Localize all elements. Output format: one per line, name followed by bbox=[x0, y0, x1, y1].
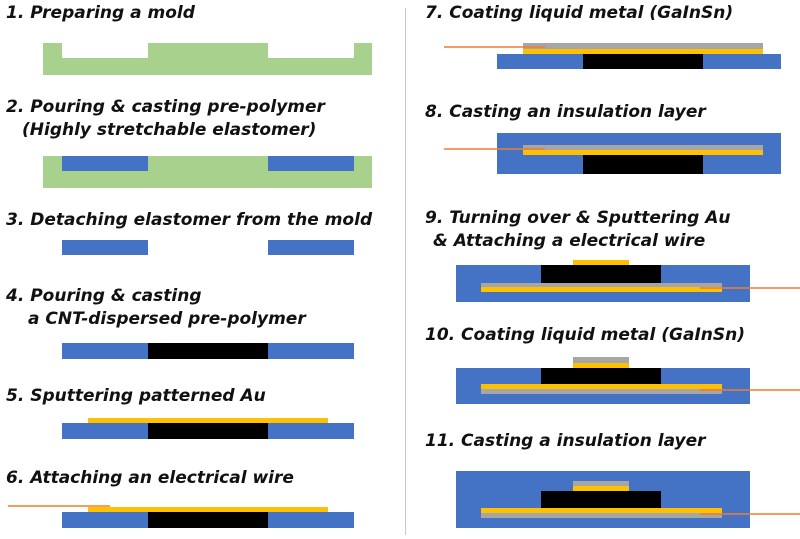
cnt-layer bbox=[148, 423, 268, 439]
step-number: 5. bbox=[6, 386, 25, 406]
cnt-layer bbox=[541, 368, 661, 384]
liquid-metal-layer bbox=[481, 283, 722, 287]
step-text-line-2: & Attaching a electrical wire bbox=[433, 231, 706, 251]
elastomer-left bbox=[62, 423, 148, 439]
step-number: 3. bbox=[6, 210, 25, 230]
mold bbox=[43, 43, 372, 75]
top-gold-layer bbox=[573, 363, 629, 368]
step-number: 9. bbox=[425, 208, 444, 228]
step-text: Sputtering patterned Au bbox=[30, 386, 266, 406]
step-number: 10. bbox=[425, 325, 456, 345]
step-text: Pouring & casting bbox=[30, 286, 202, 306]
cnt-layer bbox=[541, 265, 661, 283]
step-number: 11. bbox=[425, 431, 456, 451]
step-4-title: 4. Pouring & casting a CNT-dispersed pre… bbox=[6, 285, 306, 331]
elastomer-left bbox=[62, 156, 148, 171]
step-3-title: 3. Detaching elastomer from the mold bbox=[6, 209, 372, 232]
gold-layer bbox=[481, 287, 722, 292]
step-number: 7. bbox=[425, 3, 444, 23]
step-6-figure bbox=[8, 505, 354, 528]
step-5-figure bbox=[62, 418, 354, 439]
elastomer-left bbox=[62, 343, 148, 359]
step-10-title: 10. Coating liquid metal (GaInSn) bbox=[425, 324, 745, 347]
cnt-layer bbox=[583, 54, 703, 69]
top-gold-layer bbox=[573, 260, 629, 265]
liquid-metal-layer bbox=[481, 389, 722, 394]
step-text: Coating liquid metal (GaInSn) bbox=[461, 325, 745, 345]
liquid-metal-layer bbox=[481, 513, 722, 518]
step-8-figure bbox=[444, 133, 781, 174]
step-text: Casting a insulation layer bbox=[461, 431, 706, 451]
step-number: 8. bbox=[425, 102, 444, 122]
top-liquid-metal-layer bbox=[573, 357, 629, 363]
gold-layer bbox=[88, 418, 328, 423]
step-number: 6. bbox=[6, 468, 25, 488]
gold-layer bbox=[481, 384, 722, 389]
step-5-title: 5. Sputtering patterned Au bbox=[6, 385, 266, 408]
step-2-title: 2. Pouring & casting pre-polymer (Highly… bbox=[6, 96, 325, 142]
step-text-line-2: (Highly stretchable elastomer) bbox=[22, 120, 317, 140]
cnt-layer bbox=[148, 512, 268, 528]
step-text: Attaching an electrical wire bbox=[30, 468, 294, 488]
step-11-figure bbox=[456, 471, 800, 528]
column-divider bbox=[405, 8, 406, 535]
step-8-title: 8. Casting an insulation layer bbox=[425, 101, 706, 124]
gold-layer bbox=[481, 508, 722, 513]
step-number: 2. bbox=[6, 97, 25, 117]
liquid-metal-layer bbox=[523, 43, 763, 49]
step-text-line-2: a CNT-dispersed pre-polymer bbox=[28, 309, 306, 329]
step-4-figure bbox=[62, 343, 354, 359]
step-1-title: 1. Preparing a mold bbox=[6, 2, 195, 25]
gold-layer bbox=[523, 49, 763, 54]
liquid-metal-layer bbox=[523, 145, 763, 150]
elastomer-right bbox=[268, 343, 354, 359]
elastomer-left bbox=[62, 240, 148, 255]
step-7-title: 7. Coating liquid metal (GaInSn) bbox=[425, 2, 733, 25]
step-2-figure bbox=[43, 156, 372, 188]
gold-layer bbox=[88, 507, 328, 512]
step-7-figure bbox=[444, 43, 781, 69]
step-text: Detaching elastomer from the mold bbox=[30, 210, 373, 230]
step-number: 4. bbox=[6, 286, 25, 306]
step-text: Turning over & Sputtering Au bbox=[449, 208, 731, 228]
step-6-title: 6. Attaching an electrical wire bbox=[6, 467, 294, 490]
step-1-figure bbox=[43, 43, 372, 75]
elastomer-left bbox=[62, 512, 148, 528]
step-11-title: 11. Casting a insulation layer bbox=[425, 430, 706, 453]
cnt-layer bbox=[541, 491, 661, 508]
step-9-figure bbox=[456, 260, 800, 302]
step-text: Coating liquid metal (GaInSn) bbox=[449, 3, 734, 23]
step-text: Pouring & casting pre-polymer bbox=[30, 97, 325, 117]
top-gold-layer bbox=[573, 486, 629, 491]
cnt-layer bbox=[583, 155, 703, 174]
elastomer-right bbox=[268, 156, 354, 171]
gold-layer bbox=[523, 150, 763, 155]
elastomer-right bbox=[268, 240, 354, 255]
step-text: Casting an insulation layer bbox=[449, 102, 706, 122]
cnt-layer bbox=[148, 343, 268, 359]
step-text: Preparing a mold bbox=[30, 3, 195, 23]
step-10-figure bbox=[456, 357, 800, 404]
top-liquid-metal-layer bbox=[573, 481, 629, 486]
step-3-figure bbox=[62, 240, 354, 255]
step-9-title: 9. Turning over & Sputtering Au & Attach… bbox=[425, 207, 731, 253]
elastomer-right bbox=[268, 512, 354, 528]
elastomer-right bbox=[268, 423, 354, 439]
step-number: 1. bbox=[6, 3, 25, 23]
